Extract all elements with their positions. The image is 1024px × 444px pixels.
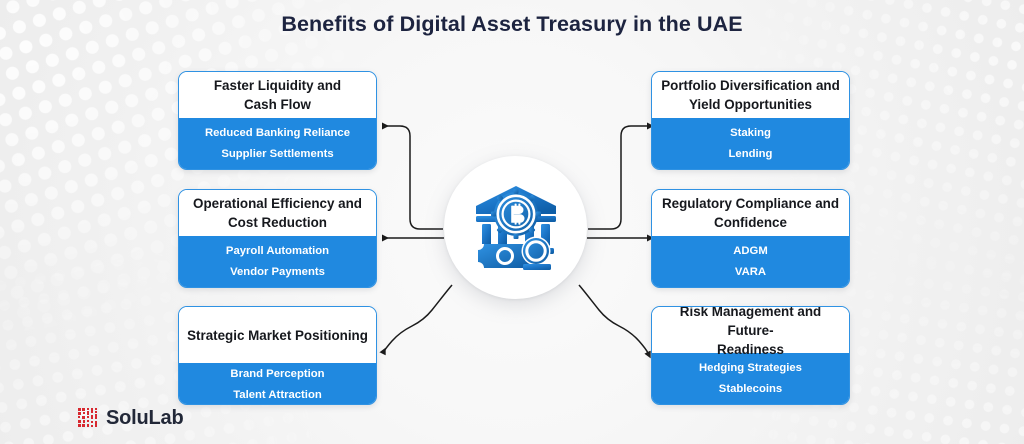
benefit-card-strategic-market-positioning[interactable]: Strategic Market Positioning Brand Perce… xyxy=(178,306,377,405)
card-title-line: Cost Reduction xyxy=(228,215,327,230)
card-title-line: Cash Flow xyxy=(244,97,311,112)
card-title-line: Regulatory Compliance and xyxy=(661,196,840,211)
card-bullet: Reduced Banking Reliance xyxy=(204,126,351,139)
bank-bitcoin-treasury-icon xyxy=(468,180,564,276)
benefit-card-portfolio-diversification[interactable]: Portfolio Diversification and Yield Oppo… xyxy=(651,71,850,170)
card-bullet: VARA xyxy=(734,265,767,278)
benefit-card-faster-liquidity[interactable]: Faster Liquidity and Cash Flow Reduced B… xyxy=(178,71,377,170)
benefit-card-operational-efficiency[interactable]: Operational Efficiency and Cost Reductio… xyxy=(178,189,377,288)
card-title-line: Faster Liquidity and xyxy=(213,78,342,93)
card-bullet: Lending xyxy=(728,147,773,160)
card-bullet: Stablecoins xyxy=(718,382,783,395)
card-bullets: Staking Lending xyxy=(652,118,849,169)
card-title: Faster Liquidity and Cash Flow xyxy=(179,72,376,118)
card-title-line: Confidence xyxy=(714,215,787,230)
card-title-line: Risk Management and Future- xyxy=(679,306,822,338)
card-bullets: Reduced Banking Reliance Supplier Settle… xyxy=(179,118,376,169)
card-title-line: Operational Efficiency and xyxy=(193,196,362,211)
card-title-line: Yield Opportunities xyxy=(688,97,812,112)
card-bullet: Brand Perception xyxy=(230,368,325,380)
card-bullets: ADGM VARA xyxy=(652,236,849,287)
card-bullet: Hedging Strategies xyxy=(699,361,802,374)
card-bullets: Hedging Strategies Stablecoins xyxy=(652,353,849,404)
card-title: Regulatory Compliance and Confidence xyxy=(652,190,849,236)
card-bullets: Brand Perception Talent Attraction xyxy=(179,363,376,404)
card-bullet: Payroll Automation xyxy=(225,244,330,257)
card-bullet: Talent Attraction xyxy=(233,389,322,401)
benefit-card-regulatory-compliance[interactable]: Regulatory Compliance and Confidence ADG… xyxy=(651,189,850,288)
card-title: Strategic Market Positioning xyxy=(179,307,376,363)
page-title: Benefits of Digital Asset Treasury in th… xyxy=(281,12,743,36)
card-bullet: ADGM xyxy=(733,244,768,257)
center-medallion xyxy=(444,156,587,299)
card-bullet: Staking xyxy=(730,126,771,139)
card-bullet: Vendor Payments xyxy=(230,265,325,278)
card-title: Operational Efficiency and Cost Reductio… xyxy=(179,190,376,236)
solulab-qr-mark-icon xyxy=(78,408,99,429)
card-title-line: Readiness xyxy=(717,341,784,357)
card-bullets: Payroll Automation Vendor Payments xyxy=(179,236,376,287)
solulab-logo: SoluLab xyxy=(78,407,184,430)
benefit-card-risk-management[interactable]: Risk Management and Future- Readiness He… xyxy=(651,306,850,405)
card-bullet: Supplier Settlements xyxy=(221,147,334,160)
card-title-line: Strategic Market Positioning xyxy=(187,327,368,343)
card-title-line: Portfolio Diversification and xyxy=(661,78,840,93)
card-title: Risk Management and Future- Readiness xyxy=(652,306,849,357)
card-title: Portfolio Diversification and Yield Oppo… xyxy=(652,72,849,118)
solulab-wordmark: SoluLab xyxy=(106,407,184,429)
